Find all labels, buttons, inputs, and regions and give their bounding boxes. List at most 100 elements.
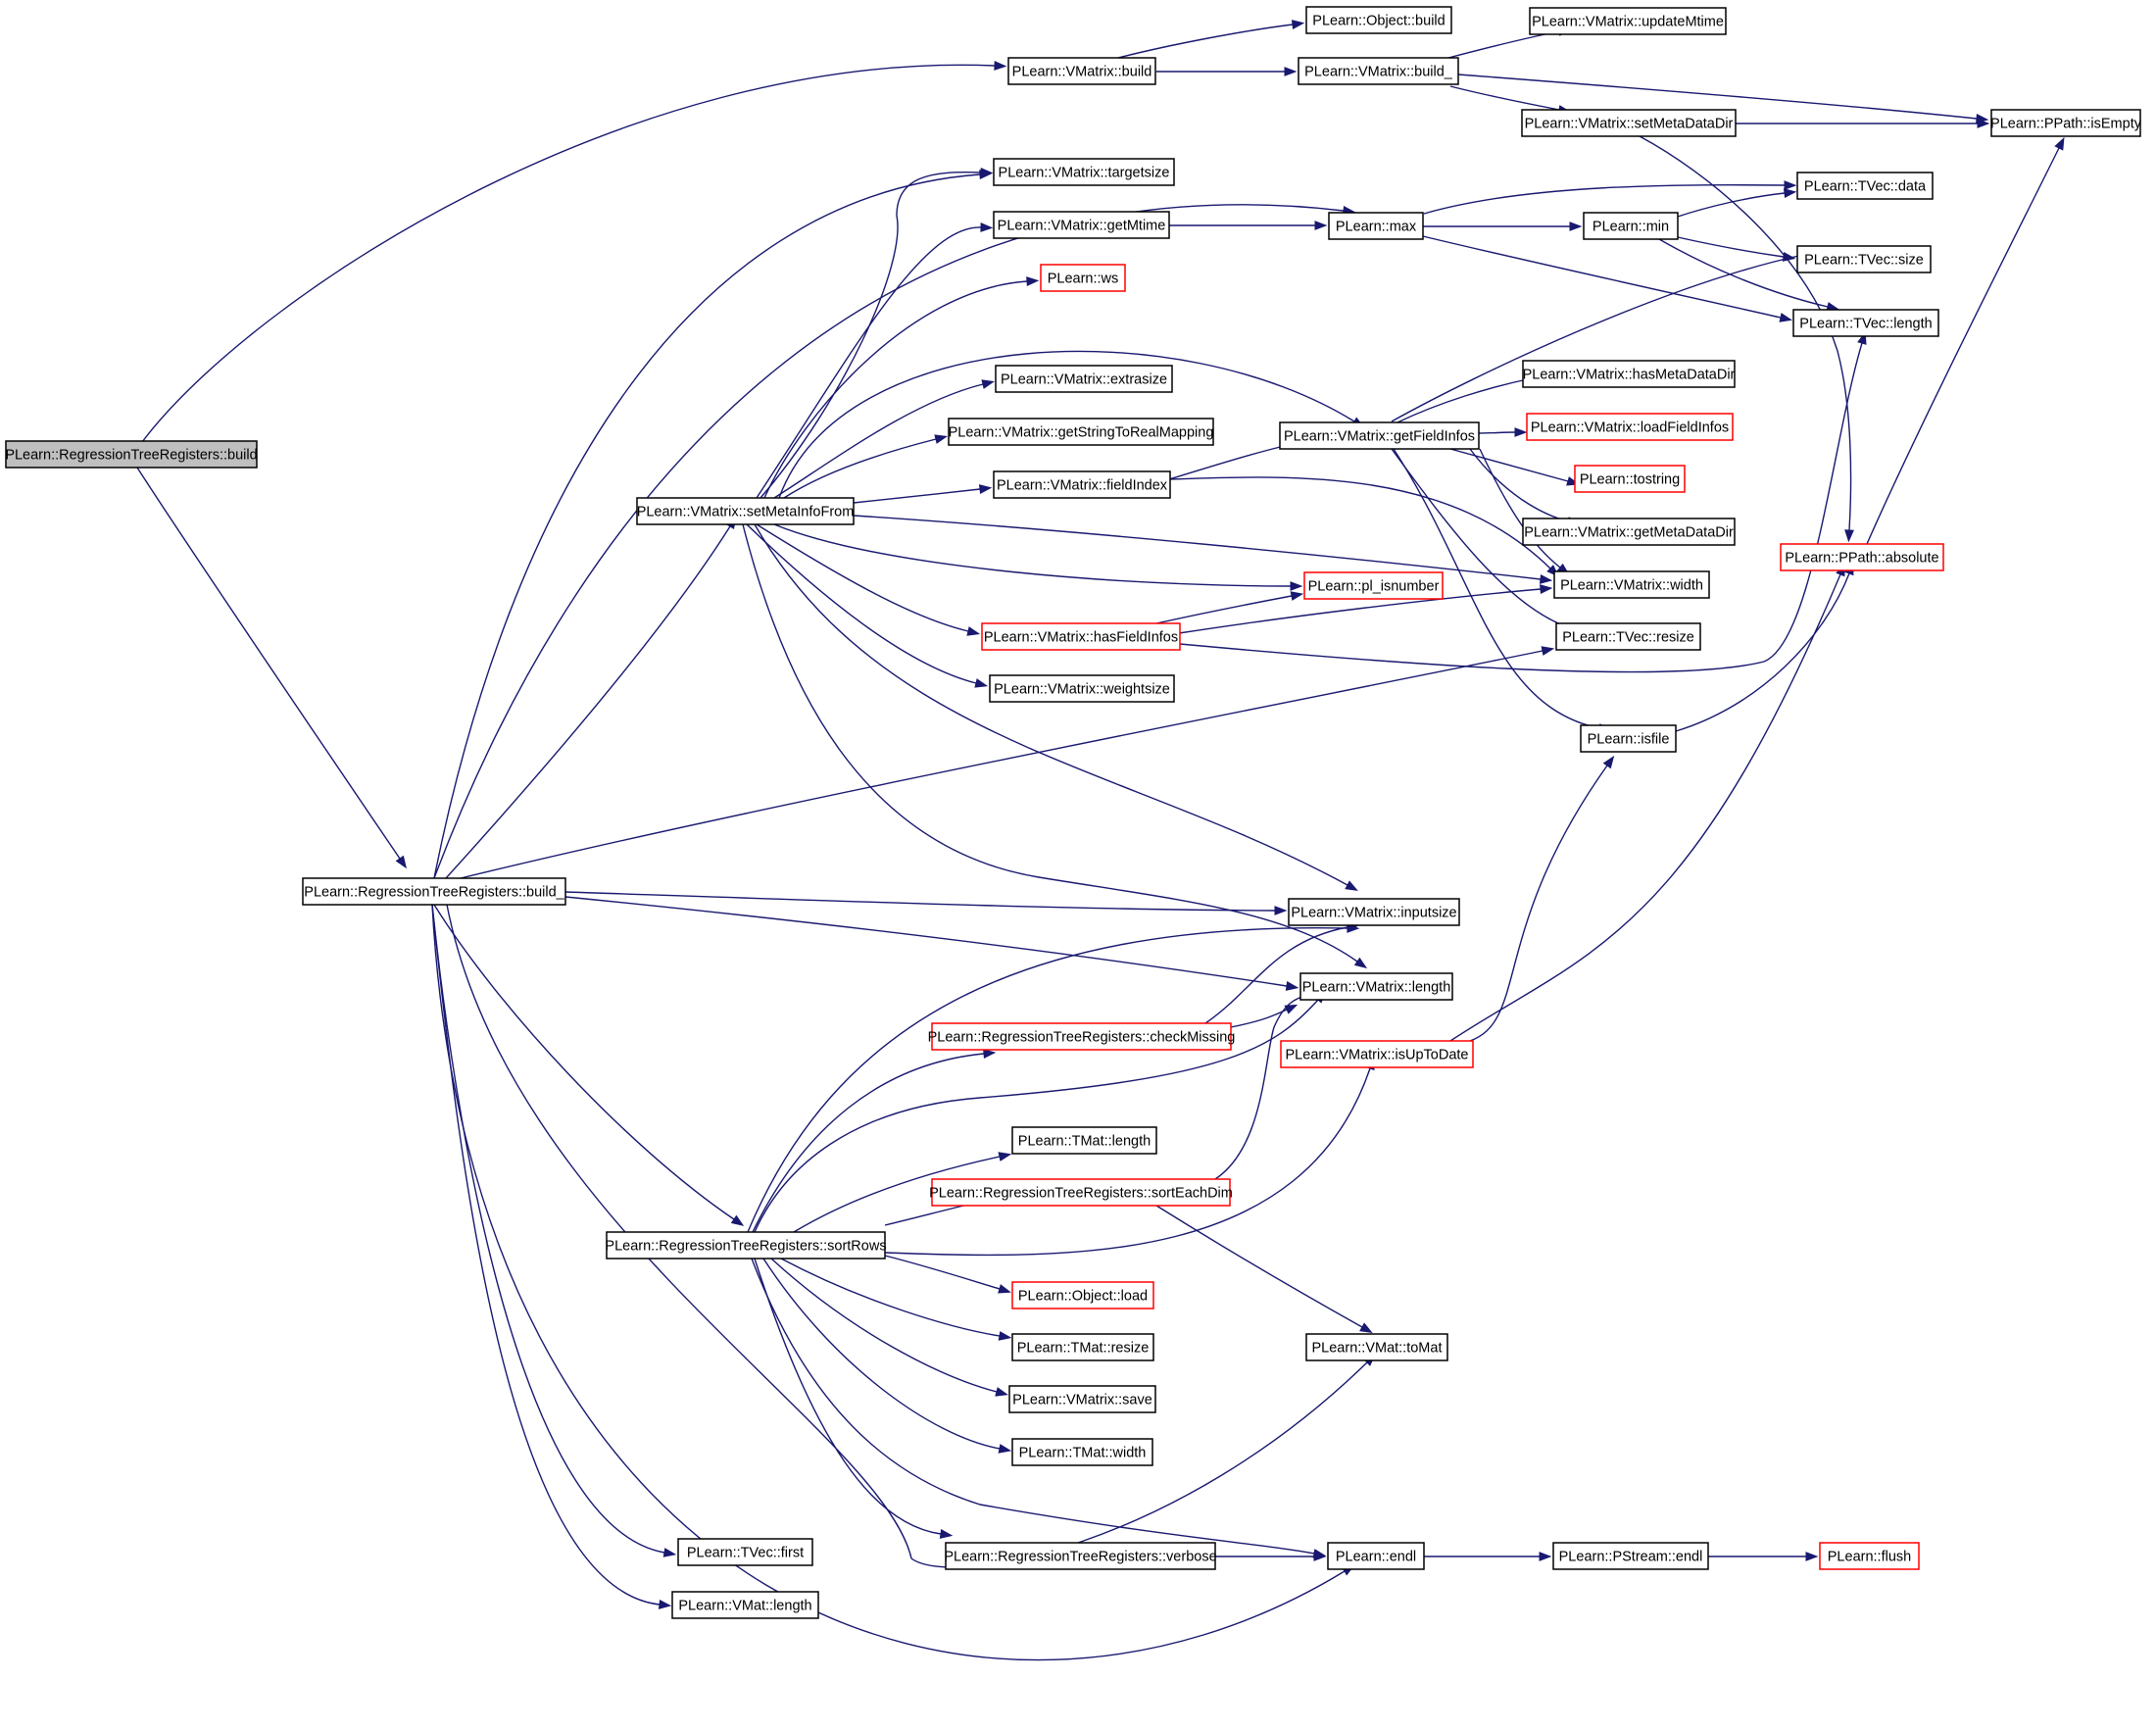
function-node-flush[interactable]: PLearn::flush [1819,1542,1920,1570]
node-box [1990,109,2141,137]
node-label: PLearn::isfile [1588,732,1670,748]
call-edge [853,515,1553,584]
function-node-obj-load[interactable]: PLearn::Object::load [1011,1281,1154,1309]
edge-line [1866,147,2060,545]
function-node-vm-setMetaInfoFrom[interactable]: PLearn::VMatrix::setMetaInfoFrom [636,497,855,525]
arrowhead-icon [979,170,993,179]
node-label: PLearn::VMat::length [678,1599,811,1614]
function-node-tostring[interactable]: PLearn::tostring [1574,465,1686,493]
function-node-endl[interactable]: PLearn::endl [1327,1542,1425,1570]
function-node-vm-width[interactable]: PLearn::VMatrix::width [1553,570,1710,599]
function-node-vm-save[interactable]: PLearn::VMatrix::save [1008,1385,1156,1413]
arrowhead-icon [1541,646,1555,656]
function-node-pstream-endl[interactable]: PLearn::PStream::endl [1552,1542,1709,1570]
function-node-vm-hasFieldInfos[interactable]: PLearn::VMatrix::hasFieldInfos [981,622,1181,651]
function-node-ppath-isEmpty[interactable]: PLearn::PPath::isEmpty [1990,109,2142,137]
edge-line [747,926,1348,1233]
arrowhead-icon [1274,906,1288,915]
function-node-pl-isnumber[interactable]: PLearn::pl_isnumber [1303,571,1444,600]
function-node-rtr-build-[interactable]: PLearn::RegressionTreeRegisters::build_ [302,877,566,906]
function-node-max[interactable]: PLearn::max [1328,212,1424,240]
function-node-vm-loadFieldInfos[interactable]: PLearn::VMatrix::loadFieldInfos [1526,413,1734,441]
arrowhead-icon [662,1548,677,1557]
function-node-tvec-length[interactable]: PLearn::TVec::length [1792,309,1939,337]
node-box [1007,57,1156,85]
function-node-vm-getFieldInfos[interactable]: PLearn::VMatrix::getFieldInfos [1279,421,1480,450]
call-edge [762,1258,1012,1454]
call-edge [141,61,1007,443]
node-box [1305,1333,1448,1361]
function-node-vm-build-[interactable]: PLearn::VMatrix::build_ [1298,57,1459,85]
function-node-vm-hasMetaDataDir[interactable]: PLearn::VMatrix::hasMetaDataDir [1522,360,1736,388]
function-node-tvec-size[interactable]: PLearn::TVec::size [1796,245,1932,273]
function-node-rtr-build[interactable]: PLearn::RegressionTreeRegisters::build [5,440,258,469]
function-node-tmat-width[interactable]: PLearn::TMat::width [1011,1438,1153,1466]
edge-line [783,438,937,499]
function-node-tmat-resize[interactable]: PLearn::TMat::resize [1011,1333,1154,1361]
arrowhead-icon [1844,529,1854,543]
function-node-obj-build[interactable]: PLearn::Object::build [1305,6,1452,34]
node-label: PLearn::VMatrix::setMetaDataDir [1525,117,1734,132]
edge-line [884,1255,1001,1290]
arrowhead-icon [1602,755,1615,769]
node-label: PLearn::VMatrix::updateMtime [1532,15,1724,30]
node-label: PLearn::PStream::endl [1559,1550,1703,1565]
function-node-tvec-first[interactable]: PLearn::TVec::first [677,1538,813,1566]
call-edge [1449,448,1580,486]
node-box [1583,212,1679,240]
arrowhead-icon [983,1049,997,1059]
function-node-vm-getStringToRealMapping[interactable]: PLearn::VMatrix::getStringToRealMapping [948,418,1214,446]
function-node-vmat-toMat[interactable]: PLearn::VMat::toMat [1305,1333,1448,1361]
function-node-tmat-length[interactable]: PLearn::TMat::length [1011,1126,1157,1155]
node-box [931,1178,1231,1207]
function-node-vm-length[interactable]: PLearn::VMatrix::length [1299,972,1453,1001]
node-label: PLearn::flush [1828,1550,1911,1565]
function-node-tvec-data[interactable]: PLearn::TVec::data [1796,172,1934,200]
function-node-vm-isUpToDate[interactable]: PLearn::VMatrix::isUpToDate [1280,1040,1474,1068]
function-node-isfile[interactable]: PLearn::isfile [1580,724,1677,753]
function-node-vm-setMetaDataDir[interactable]: PLearn::VMatrix::setMetaDataDir [1521,109,1737,137]
call-edge [1469,448,1580,526]
function-node-vm-getMetaDataDir[interactable]: PLearn::VMatrix::getMetaDataDir [1522,518,1736,546]
function-node-vm-fieldIndex[interactable]: PLearn::VMatrix::fieldIndex [993,470,1171,499]
call-edges [136,20,2065,1661]
function-node-ppath-absolute[interactable]: PLearn::PPath::absolute [1780,543,1944,571]
function-node-vm-build[interactable]: PLearn::VMatrix::build [1007,57,1156,85]
edge-line [754,1258,942,1535]
function-node-vm-getMtime[interactable]: PLearn::VMatrix::getMtime [993,211,1170,239]
arrowhead-icon [2054,136,2065,151]
function-node-vm-weightsize[interactable]: PLearn::VMatrix::weightsize [989,674,1175,703]
function-node-ws[interactable]: PLearn::ws [1040,264,1126,292]
node-label: PLearn::PPath::absolute [1785,551,1938,567]
node-box [1796,245,1932,273]
arrowhead-icon [1290,581,1303,591]
function-node-rtr-checkMissing[interactable]: PLearn::RegressionTreeRegisters::checkMi… [928,1022,1236,1051]
edge-line [1422,235,1782,319]
node-label: PLearn::RegressionTreeRegisters::build [5,448,257,464]
edge-line [1117,24,1294,59]
function-node-vm-updateMtime[interactable]: PLearn::VMatrix::updateMtime [1529,7,1727,35]
call-edge [446,904,1376,1568]
edge-line [1658,238,1829,308]
function-node-vm-inputsize[interactable]: PLearn::VMatrix::inputsize [1288,898,1460,926]
call-edge [1736,119,1990,128]
node-label: PLearn::max [1336,220,1417,235]
arrowhead-icon [395,855,407,869]
arrowhead-icon [998,1444,1012,1454]
function-node-rtr-sortRows[interactable]: PLearn::RegressionTreeRegisters::sortRow… [605,1231,887,1260]
function-node-vm-extrasize[interactable]: PLearn::VMatrix::extrasize [995,365,1173,393]
function-node-rtr-sortEachDim[interactable]: PLearn::RegressionTreeRegisters::sortEac… [929,1178,1233,1207]
node-box [1011,1333,1154,1361]
edge-line [773,383,984,499]
node-label: PLearn::endl [1336,1550,1416,1565]
function-node-rtr-verbose[interactable]: PLearn::RegressionTreeRegisters::verbose [944,1542,1217,1570]
function-node-tvec-resize[interactable]: PLearn::TVec::resize [1555,622,1701,651]
node-box [993,158,1175,186]
node-label: PLearn::VMatrix::fieldIndex [997,478,1168,494]
node-box [981,622,1181,651]
function-node-min[interactable]: PLearn::min [1583,212,1679,240]
function-node-vmat-length[interactable]: PLearn::VMat::length [671,1591,819,1619]
call-edge [746,523,989,688]
node-box [993,470,1171,499]
function-node-vm-targetsize[interactable]: PLearn::VMatrix::targetsize [993,158,1175,186]
